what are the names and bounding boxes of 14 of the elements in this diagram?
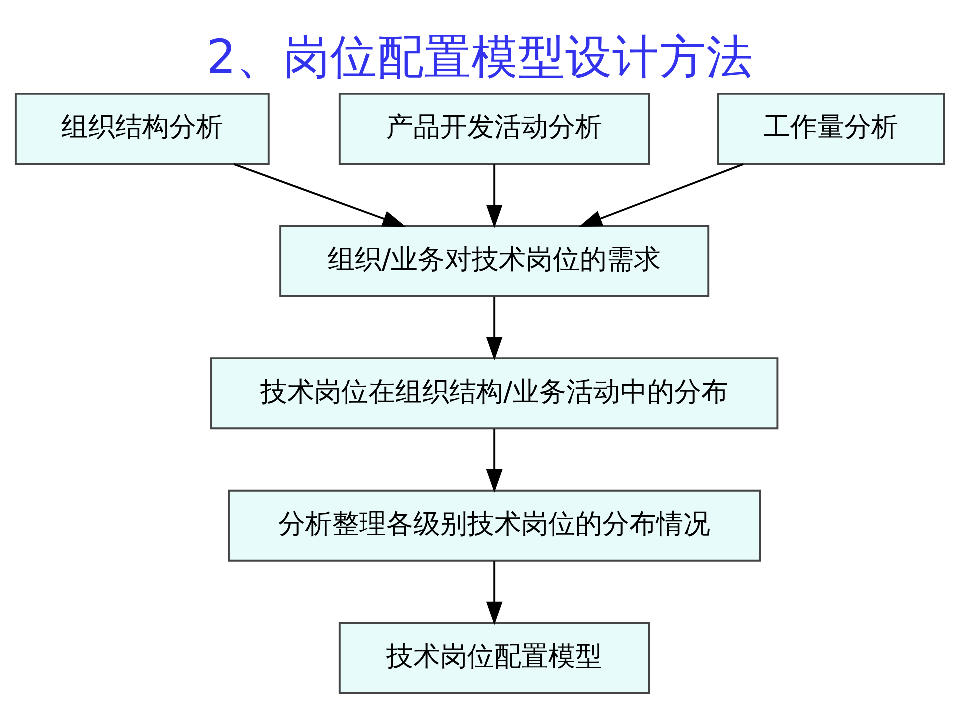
- arrow: [486, 561, 503, 625]
- node-box: 技术岗位配置模型: [338, 622, 650, 694]
- node-box: 产品开发活动分析: [338, 92, 650, 164]
- node-box: 分析整理各级别技术岗位的分布情况: [228, 489, 762, 562]
- arrow: [578, 162, 744, 227]
- node-box: 组织结构分析: [14, 92, 270, 164]
- arrow: [486, 428, 503, 492]
- node-box: 工作量分析: [717, 92, 946, 164]
- node-box: 组织/业务对技术岗位的需求: [280, 224, 710, 297]
- arrow: [486, 164, 503, 228]
- node-box: 技术岗位在组织结构/业务活动中的分布: [210, 357, 779, 430]
- arrow: [234, 162, 406, 227]
- diagram-title: 2、岗位配置模型设计方法: [206, 30, 754, 84]
- arrow: [486, 296, 503, 360]
